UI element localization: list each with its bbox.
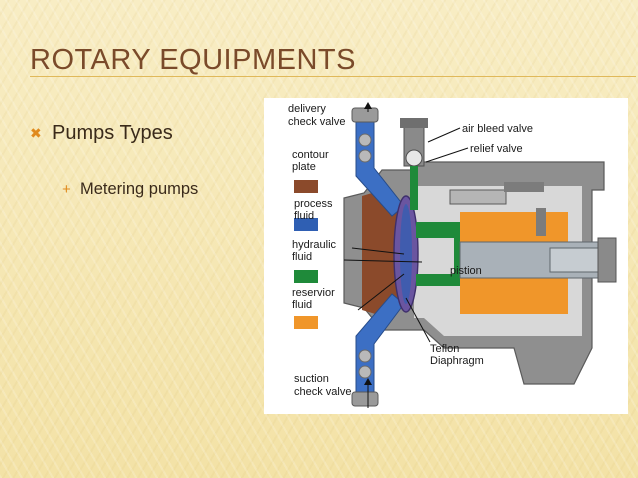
x-bullet-icon: ✖: [30, 125, 42, 141]
sub-bullet-label: Metering pumps: [80, 180, 199, 198]
relief-label: relief valve: [470, 143, 523, 155]
hydraulic-label-2: fluid: [292, 251, 312, 263]
process-label-2: fluid: [294, 210, 314, 222]
suction-label-2: check valve: [294, 386, 351, 398]
hydraulic-label-1: hydraulic: [292, 239, 337, 251]
process-fluid-swatch: [294, 218, 318, 231]
reservior-label-1: reservior: [292, 287, 335, 299]
teflon-label-2: Diaphragm: [430, 355, 484, 367]
bullet-label: Pumps Types: [52, 122, 173, 144]
contour-label-2: plate: [292, 161, 316, 173]
slide-title: ROTARY EQUIPMENTS: [30, 44, 356, 76]
piston-label: pistion: [450, 265, 482, 277]
teflon-label-1: Teflon: [430, 343, 459, 355]
suction-label-1: suction: [294, 373, 329, 385]
reservior-label-2: fluid: [292, 299, 312, 311]
air-bleed-label: air bleed valve: [462, 123, 533, 135]
delivery-label-1: delivery: [288, 103, 326, 115]
plus-bullet-icon: +: [62, 181, 71, 198]
contour-label-1: contour: [292, 149, 329, 161]
contour-plate-swatch: [294, 180, 318, 193]
hydraulic-fluid-swatch: [294, 270, 318, 283]
bullet-pumps-types: ✖ Pumps Types: [30, 122, 173, 145]
pump-cross-section: delivery check valve air bleed valve rel…: [288, 102, 617, 408]
reservior-fluid-swatch: [294, 316, 318, 329]
metering-pump-diagram: delivery check valve air bleed valve rel…: [264, 98, 628, 414]
process-label-1: process: [294, 198, 333, 210]
sub-bullet-metering-pumps: + Metering pumps: [62, 180, 198, 199]
title-divider: [30, 76, 636, 77]
delivery-label-2: check valve: [288, 116, 345, 128]
